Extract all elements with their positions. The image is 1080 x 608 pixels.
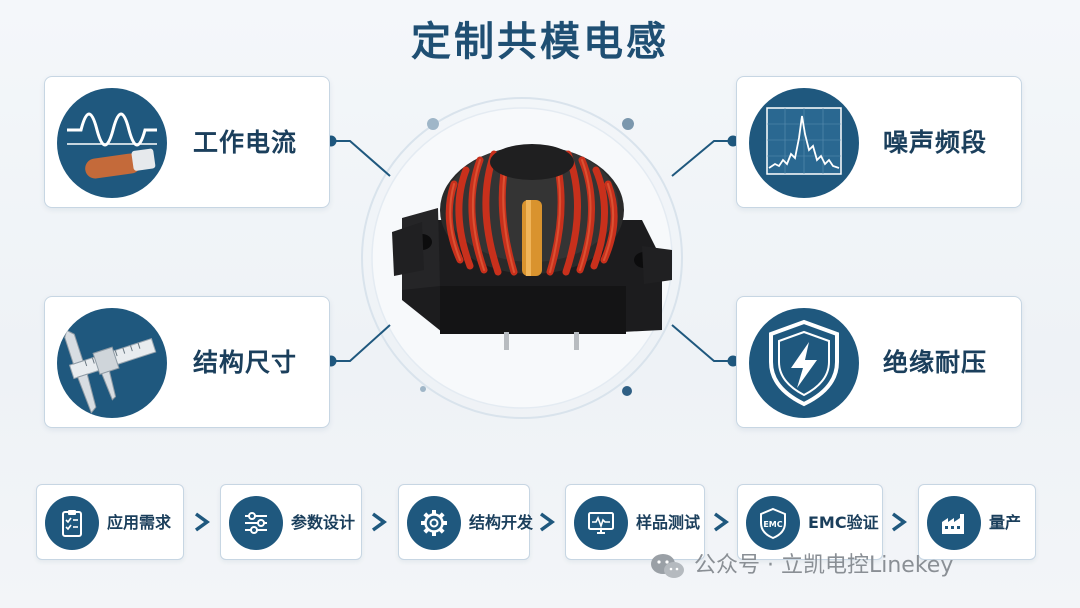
feature-card-noise: 噪声频段: [736, 76, 1022, 208]
chevron-right-icon: [891, 512, 907, 532]
watermark-text: 公众号 · 立凯电控Linekey: [694, 553, 954, 578]
feature-label-current: 工作电流: [193, 128, 298, 157]
process-step-label: 样品测试: [636, 513, 701, 532]
process-step-label: 量产: [989, 513, 1022, 532]
feature-label-noise: 噪声频段: [883, 128, 988, 157]
chevron-right-icon: [194, 512, 210, 532]
chevron-right-icon: [371, 512, 387, 532]
page-title: 定制共模电感: [411, 19, 669, 65]
process-step-label: EMC验证: [808, 513, 879, 532]
caliper-icon: [57, 308, 167, 418]
lightning-shield-icon: [749, 308, 859, 418]
process-step-1: 应用需求: [36, 484, 184, 560]
process-step-5: EMC EMC验证: [737, 484, 883, 560]
wechat-logo-icon: [651, 554, 684, 578]
factory-icon: [927, 496, 981, 550]
feature-card-current: 工作电流: [44, 76, 330, 208]
process-step-3: 结构开发: [398, 484, 534, 560]
process-step-label: 应用需求: [107, 513, 172, 532]
process-step-label: 参数设计: [291, 513, 356, 532]
sliders-icon: [229, 496, 283, 550]
chevron-right-icon: [713, 512, 729, 532]
emc-badge-text: EMC: [763, 520, 782, 529]
process-step-6: 量产: [918, 484, 1036, 560]
emc-shield-icon: EMC: [746, 496, 800, 550]
process-step-label: 结构开发: [469, 513, 534, 532]
process-step-2: 参数设计: [220, 484, 362, 560]
waveform-fuse-icon: [57, 88, 167, 198]
feature-card-structure: 结构尺寸: [44, 296, 330, 428]
feature-card-voltage: 绝缘耐压: [736, 296, 1022, 428]
spectrum-icon: [749, 88, 859, 198]
feature-label-structure: 结构尺寸: [193, 348, 298, 377]
process-step-4: 样品测试: [565, 484, 705, 560]
chevron-right-icon: [539, 512, 555, 532]
common-mode-inductor-illustration: [392, 144, 672, 350]
monitor-icon: [574, 496, 628, 550]
gear-icon: [407, 496, 461, 550]
feature-label-voltage: 绝缘耐压: [883, 348, 988, 377]
clipboard-icon: [45, 496, 99, 550]
